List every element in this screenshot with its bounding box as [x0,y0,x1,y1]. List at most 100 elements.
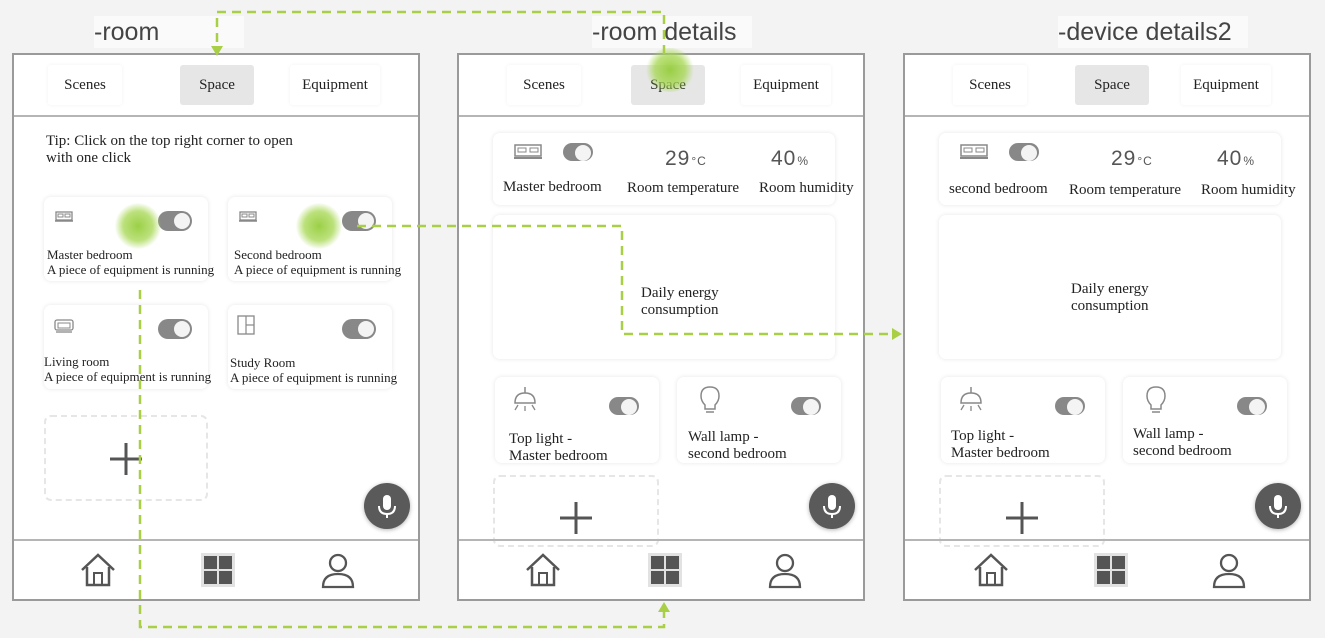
device-toggle-wall-lamp[interactable] [791,397,821,415]
tip-line-2: with one click [46,150,131,166]
voice-button[interactable] [1255,483,1301,529]
humidity-label: Room humidity [759,180,854,196]
temperature-value: 29°C [665,147,707,171]
device-toggle-top-light[interactable] [1055,397,1085,415]
device-card-wall-lamp[interactable]: Wall lamp - second bedroom [677,377,841,463]
energy-consumption-card[interactable]: Daily energy consumption [939,215,1281,359]
grid-icon[interactable] [198,550,238,590]
device-card-top-light[interactable]: Top light - Master bedroom [941,377,1105,463]
user-icon[interactable] [1209,550,1249,590]
home-icon[interactable] [971,550,1011,590]
user-icon[interactable] [318,550,358,590]
home-icon[interactable] [523,550,563,590]
room-status: A piece of equipment is running [230,370,398,385]
add-device-button[interactable] [939,475,1105,547]
energy-label-1: Daily energy [641,285,719,301]
energy-consumption-card[interactable]: Daily energy consumption [493,215,835,359]
bulb-icon [700,386,720,413]
bed-icon [514,144,542,159]
tab-equipment[interactable]: Equipment [741,65,831,105]
tip-line-1: Tip: Click on the top right corner to op… [46,133,293,149]
add-room-button[interactable] [44,415,208,501]
microphone-icon [823,495,841,518]
tab-scenes[interactable]: Scenes [953,65,1027,105]
grid-icon[interactable] [645,550,685,590]
ceiling-light-icon [514,387,536,411]
tab-scenes[interactable]: Scenes [507,65,581,105]
room-toggle[interactable] [563,143,593,161]
humidity-unit: % [797,154,810,168]
device-name-line-1: Wall lamp - [688,429,759,445]
device-card-top-light[interactable]: Top light - Master bedroom [495,377,659,464]
device-name-line-2: second bedroom [688,446,787,462]
top-tabs: Scenes Space Equipment [459,55,863,117]
energy-label-2: consumption [641,302,719,318]
temperature-number: 29 [1111,147,1137,170]
voice-button[interactable] [809,483,855,529]
panel-title-room: -room [94,16,244,48]
humidity-value: 40% [771,147,809,171]
device-name-line-1: Wall lamp - [1133,426,1204,442]
device-toggle-top-light[interactable] [609,397,639,415]
plus-icon [1006,502,1038,534]
ceiling-light-icon [960,387,982,411]
arrow-head-up [658,602,670,612]
room-card-master-bedroom[interactable]: Master bedroom A piece of equipment is r… [44,197,214,281]
device-name-line-1: Top light - [951,428,1015,444]
tab-scenes[interactable]: Scenes [48,65,122,105]
energy-label-2: consumption [1071,298,1149,314]
room-toggle-study-room[interactable] [342,319,376,339]
room-toggle-second-bedroom[interactable] [342,211,376,231]
room-toggle-master-bedroom[interactable] [158,211,192,231]
bulb-icon [1146,386,1166,413]
room-name: Second bedroom [234,247,322,262]
device-card-wall-lamp[interactable]: Wall lamp - second bedroom [1123,377,1287,463]
device-name-line-1: Top light - [509,431,573,447]
grid-icon[interactable] [1091,550,1131,590]
top-tabs: Scenes Space Equipment [14,55,418,117]
temperature-label: Room temperature [627,180,740,196]
room-name: Master bedroom [47,247,133,262]
room-status: A piece of equipment is running [47,262,215,277]
user-icon[interactable] [765,550,805,590]
bookshelf-icon [237,315,255,335]
room-card-study-room[interactable]: Study Room A piece of equipment is runni… [228,305,397,389]
device-name-line-2: Master bedroom [951,445,1050,461]
device-name-line-2: Master bedroom [509,448,608,464]
sofa-icon [54,319,74,333]
temperature-unit: °C [691,154,707,168]
bottom-nav [14,539,418,599]
humidity-number: 40 [771,147,797,170]
home-icon[interactable] [78,550,118,590]
tab-equipment[interactable]: Equipment [1181,65,1271,105]
microphone-icon [378,495,396,518]
room-summary-card: second bedroom 29°C Room temperature 40%… [939,133,1296,205]
tab-space[interactable]: Space [631,65,705,105]
room-card-living-room[interactable]: Living room A piece of equipment is runn… [44,305,212,389]
humidity-label: Room humidity [1201,182,1296,198]
voice-button[interactable] [364,483,410,529]
tab-space[interactable]: Space [180,65,254,105]
phone-screen-device-details: Scenes Space Equipment second bedroom 29… [903,53,1311,601]
bed-icon [239,211,257,222]
phone-screen-room-details: Scenes Space Equipment Master bedroom 29… [457,53,865,601]
microphone-icon [1269,495,1287,518]
add-device-button[interactable] [493,475,659,547]
panel-title-device-details: -device details2 [1058,16,1248,48]
humidity-unit: % [1243,154,1256,168]
phone-screen-room: Scenes Space Equipment Tip: Click on the… [12,53,420,601]
bottom-nav [459,539,863,599]
room-status: A piece of equipment is running [44,369,212,384]
room-name: Living room [44,354,110,369]
tab-space[interactable]: Space [1075,65,1149,105]
room-status: A piece of equipment is running [234,262,402,277]
tab-equipment[interactable]: Equipment [290,65,380,105]
humidity-number: 40 [1217,147,1243,170]
arrow-head-right [892,328,902,340]
humidity-value: 40% [1217,147,1255,171]
room-toggle[interactable] [1009,143,1039,161]
temperature-value: 29°C [1111,147,1153,171]
room-card-second-bedroom[interactable]: Second bedroom A piece of equipment is r… [228,197,401,281]
device-toggle-wall-lamp[interactable] [1237,397,1267,415]
room-toggle-living-room[interactable] [158,319,192,339]
